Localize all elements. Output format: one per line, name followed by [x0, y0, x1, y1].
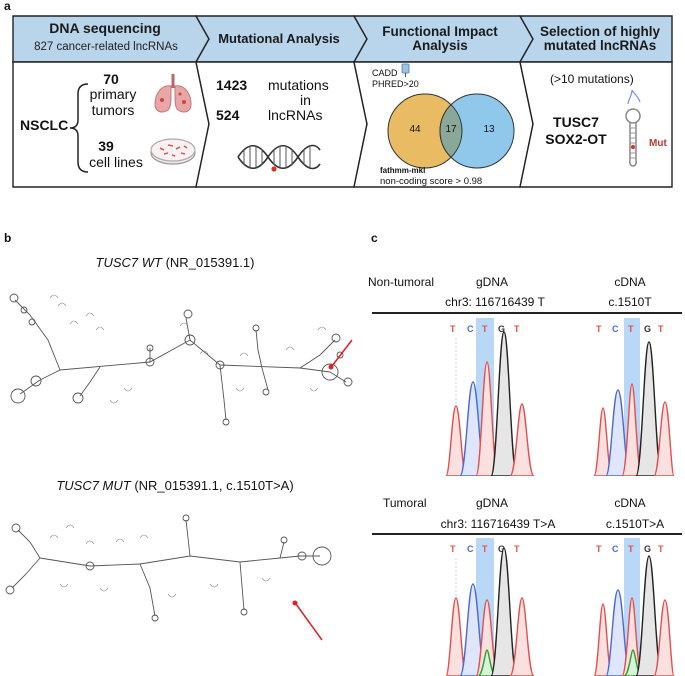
nsclc-label: NSCLC [20, 117, 69, 133]
gene-tusc7: TUSC7 [553, 114, 599, 130]
t-cdna-position: c.1510T>A [605, 517, 665, 531]
nt-gdna-position: chr3: 116716439 T [445, 295, 545, 309]
mutations-label: mutations [268, 77, 329, 93]
fathmm-label: fathmm-mkl [380, 166, 426, 175]
step-dna-sequencing-title: DNA sequencing [49, 20, 161, 36]
mut-label: Mut [649, 138, 667, 149]
nt-gdna-label: gDNA [475, 275, 508, 289]
trace-peaks [594, 555, 674, 676]
venn-diagram [387, 93, 515, 169]
mutations-count: 1423 [216, 77, 248, 93]
venn-overlap-count: 17 [445, 124, 457, 135]
in-label: in [300, 92, 311, 108]
gene-sox2-ot: SOX2-OT [545, 131, 607, 147]
wt-accession: (NR_015391.1) [165, 255, 255, 270]
tumors-label-1: primary [89, 86, 137, 102]
cell-lines-count: 39 [98, 138, 114, 154]
base-letter: C [467, 324, 474, 334]
t-cdna-chromatogram: T C T G T [594, 538, 674, 676]
base-letter: T [628, 324, 634, 334]
nt-cdna-chromatogram: T C T G T [594, 318, 674, 476]
base-letter: C [467, 544, 474, 554]
noncoding-score-label: non-coding score > 0.98 [380, 176, 483, 187]
base-letter: T [596, 324, 602, 334]
lncrna-label: lncRNAs [268, 107, 323, 123]
mut-secondary-structure [5, 514, 332, 641]
panel-a-letter: a [4, 0, 11, 13]
t-divider [372, 533, 682, 535]
base-letter: T [596, 544, 602, 554]
petri-dish-icon [150, 138, 196, 165]
panel-c-letter: c [371, 231, 378, 245]
mut-title: TUSC7 MUT (NR_015391.1, c.1510T>A) [0, 478, 350, 493]
nt-cdna-position: c.1510T [608, 295, 652, 309]
base-letter: C [612, 324, 619, 334]
nt-divider [372, 312, 682, 314]
nt-cdna-label: cDNA [614, 275, 646, 289]
t-gdna-label: gDNA [475, 496, 508, 510]
nontumoral-label: Non-tumoral [368, 275, 435, 289]
grouping-bracket [69, 83, 89, 173]
cell-lines-label: cell lines [89, 154, 143, 170]
mut-gene: TUSC7 MUT [56, 478, 131, 493]
base-letter: T [482, 544, 488, 554]
base-letter: C [612, 544, 619, 554]
base-letter: G [644, 544, 652, 554]
base-letter: T [658, 544, 664, 554]
tumoral-label: Tumoral [383, 496, 427, 510]
base-letter: T [450, 324, 456, 334]
cadd-label-2: PHRED>20 [372, 79, 419, 89]
mutation-threshold: (>10 mutations) [550, 72, 634, 86]
mut-accession: (NR_015391.1, c.1510T>A) [134, 478, 294, 493]
wt-secondary-structure [9, 293, 353, 426]
trace-peaks [594, 341, 674, 476]
tumors-label-2: tumors [91, 102, 135, 118]
panel-b-letter: b [4, 231, 12, 245]
t-gdna-position: chr3: 116716439 T>A [440, 517, 556, 531]
venn-left-count: 44 [409, 124, 421, 135]
nt-gdna-chromatogram: T C T G T [446, 318, 536, 476]
cadd-label-1: CADD [372, 68, 398, 78]
base-letter: T [482, 324, 488, 334]
venn-right-count: 13 [483, 124, 495, 135]
trace-peaks [446, 547, 535, 676]
dna-helix-icon [237, 144, 321, 172]
step-selection-title: Selection of highly mutated lncRNAs [539, 24, 660, 53]
base-letter: G [498, 324, 506, 334]
trace-peaks [446, 331, 535, 476]
base-letter: T [450, 544, 456, 554]
base-letter: G [644, 324, 652, 334]
wt-title: TUSC7 WT (NR_015391.1) [0, 255, 350, 270]
lung-icon [154, 74, 192, 113]
wt-gene: TUSC7 WT [95, 255, 162, 270]
pushpin-icon [401, 63, 410, 77]
t-gdna-chromatogram: T C T G T [446, 538, 536, 676]
base-letter: T [658, 324, 664, 334]
t-cdna-label: cDNA [614, 496, 646, 510]
hairpin-rna-icon [625, 89, 641, 167]
base-letter: T [514, 324, 520, 334]
step-dna-sequencing-subtitle: 827 cancer-related lncRNAs [34, 41, 178, 53]
tumors-count: 70 [103, 71, 119, 87]
step-functional-impact-title: Functional Impact Analysis [382, 24, 498, 53]
step-mutational-analysis-title: Mutational Analysis [218, 31, 340, 46]
base-letter: T [628, 544, 634, 554]
base-letter: T [514, 544, 520, 554]
base-letter: G [498, 544, 506, 554]
lncrna-count: 524 [216, 107, 240, 123]
